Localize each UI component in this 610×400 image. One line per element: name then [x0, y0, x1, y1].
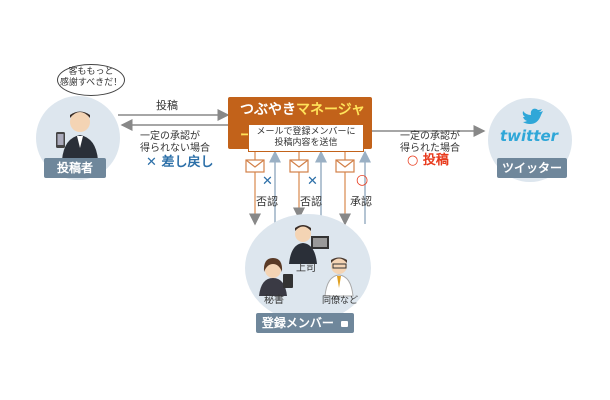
approve-result-label: 投稿	[422, 153, 449, 168]
vote-3-mark: ○	[356, 172, 369, 188]
approve-result: ○ 投稿	[407, 153, 449, 168]
envelope-icon-1	[245, 159, 265, 173]
envelope-icon-2	[289, 159, 309, 173]
boss-label: 上司	[296, 263, 316, 274]
twitter-label: ツイッター	[497, 158, 567, 178]
secretary-label: 秘書	[264, 295, 284, 306]
lock-icon	[341, 320, 349, 327]
vote-2-label: 否認	[300, 195, 322, 208]
twitter-bird-icon	[522, 108, 543, 124]
vote-1-mark: ✕	[262, 174, 273, 189]
poster-avatar	[56, 111, 98, 160]
speech-bubble: 客ももっと感謝すべきだ！	[57, 64, 125, 96]
envelope-icon-3	[335, 159, 355, 173]
members-illustration	[259, 225, 354, 297]
reject-x-icon: ✕	[146, 155, 157, 170]
poster-label: 投稿者	[44, 158, 106, 178]
vote-2-mark: ✕	[307, 174, 318, 189]
approve-condition: 一定の承認が得られた場合	[400, 131, 460, 154]
manager-description: メールで登録メンバーに投稿内容を送信	[248, 124, 364, 152]
approve-circle-icon: ○	[407, 153, 419, 168]
members-label: 登録メンバー	[256, 313, 354, 333]
submit-label: 投稿	[156, 99, 178, 112]
reject-result-label: 差し戻し	[161, 155, 214, 170]
colleague-label: 同僚など	[322, 296, 359, 306]
twitter-logo-text: twitter	[500, 127, 559, 145]
reject-result: ✕ 差し戻し	[146, 155, 214, 170]
vote-3-label: 承認	[350, 195, 372, 208]
vote-1-label: 否認	[256, 195, 278, 208]
reject-condition: 一定の承認が得られない場合	[140, 131, 210, 154]
